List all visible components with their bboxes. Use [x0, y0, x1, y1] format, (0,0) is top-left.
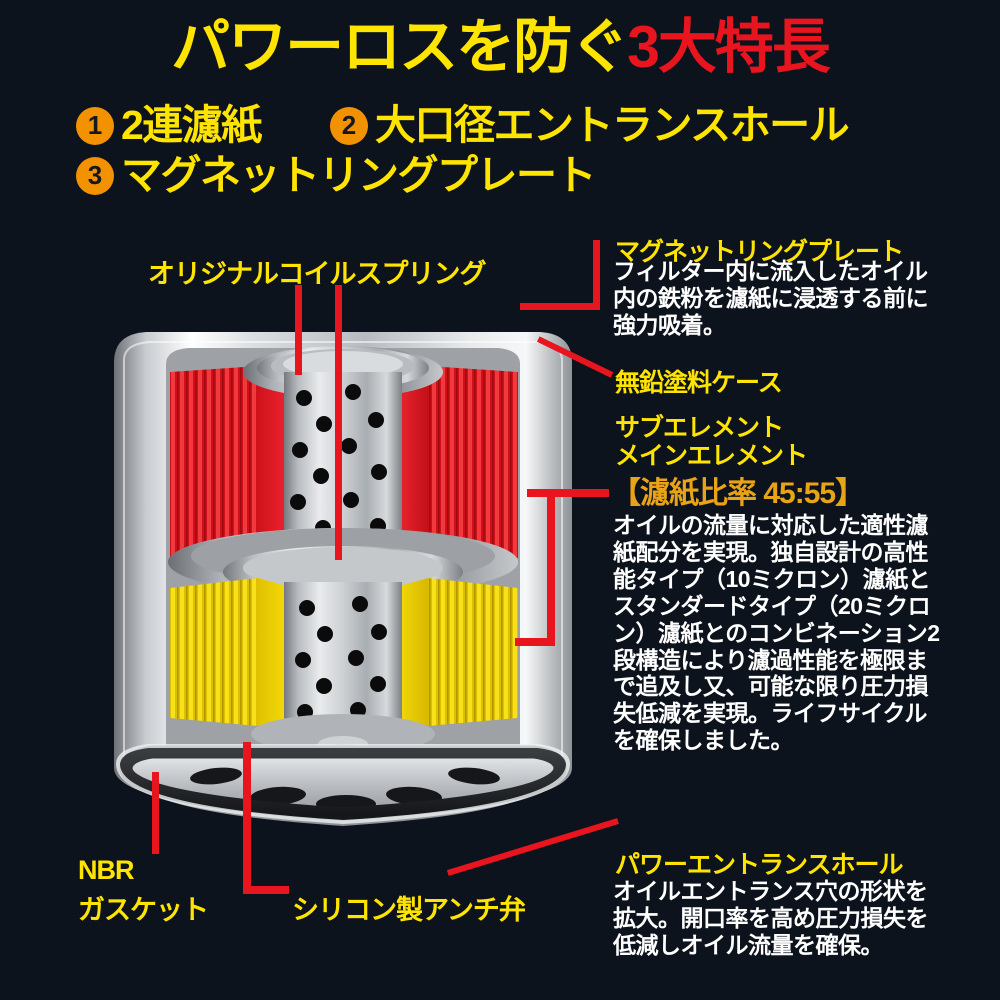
- sub-element-pleats-left: [170, 366, 258, 558]
- center-tube-perforations-upper: [290, 384, 387, 536]
- headline-yellow: パワーロスを防ぐ: [171, 14, 629, 80]
- nbr-gasket: [119, 745, 567, 821]
- main-element-pleats-right: [428, 578, 518, 726]
- callout-anti-valve-label: シリコン製アンチ弁: [292, 895, 526, 925]
- feature-badge-1: 1: [76, 106, 114, 145]
- feature-label-2: 大口径エントランスホール: [375, 102, 850, 148]
- leader-line-ratio-v: [547, 489, 555, 646]
- sub-element-pleats-right: [428, 366, 518, 558]
- feature-item-3: 3 マグネットリングプレート: [76, 152, 597, 198]
- callout-gasket-line1: NBR: [78, 855, 134, 885]
- feature-item-2: 2 大口径エントランスホール: [330, 102, 850, 148]
- main-element-pleats-left: [170, 578, 258, 726]
- leader-line-ratio-h: [527, 489, 609, 497]
- power-entrance-holes: [190, 767, 500, 813]
- page-title: パワーロスを防ぐ3大特長: [0, 18, 1000, 77]
- callout-power-hole-body: オイルエントランス穴の形状を拡大。開口率を高め圧力損失を低減しオイル流量を確保。: [613, 878, 929, 958]
- callout-ratio-label: 【濾紙比率 45:55】: [611, 477, 865, 510]
- callout-power-hole-label: パワーエントランスホール: [615, 851, 904, 879]
- leader-line-ratio-h2: [515, 638, 555, 646]
- feature-label-1: 2連濾紙: [121, 102, 262, 148]
- headline-red: 3大特長: [627, 14, 831, 80]
- leader-line-magnet-v: [593, 240, 600, 310]
- leader-line-valve-h: [243, 886, 289, 894]
- feature-badge-3: 3: [76, 156, 114, 195]
- leader-line-valve-v: [243, 742, 251, 894]
- coil-spring-inner: [283, 351, 403, 377]
- callout-gasket-line2: ガスケット: [78, 895, 209, 925]
- oil-filter-cutaway-diagram: [108, 320, 578, 840]
- leader-line-magnet-drop: [335, 285, 342, 560]
- leader-line-magnet-h: [520, 303, 600, 310]
- callout-spring-label: オリジナルコイルスプリング: [148, 259, 486, 289]
- callout-ratio-body: オイルの流量に対応した適性濾紙配分を実現。独自設計の高性能タイプ（10ミクロン）…: [613, 512, 940, 754]
- callout-magnet-body: フィルター内に流入したオイル内の鉄粉を濾紙に浸透する前に強力吸着。: [613, 258, 929, 338]
- magnet-ring-plate-top: [243, 547, 443, 589]
- callout-main-element-label: メインエレメント: [615, 442, 808, 470]
- callout-sub-element-label: サブエレメント: [615, 414, 784, 442]
- callout-magnet-label: マグネットリングプレート: [615, 238, 904, 266]
- feature-badge-2: 2: [330, 106, 368, 145]
- filter-svg: [114, 332, 572, 826]
- callout-case-label: 無鉛塗料ケース: [615, 369, 783, 397]
- leader-line-gasket: [152, 772, 159, 854]
- leader-line-spring: [295, 285, 302, 375]
- feature-item-1: 1 2連濾紙: [76, 102, 262, 148]
- gasket-outer-lip: [115, 744, 571, 825]
- center-tube-perforations-lower: [295, 596, 387, 720]
- feature-label-3: マグネットリングプレート: [121, 152, 597, 198]
